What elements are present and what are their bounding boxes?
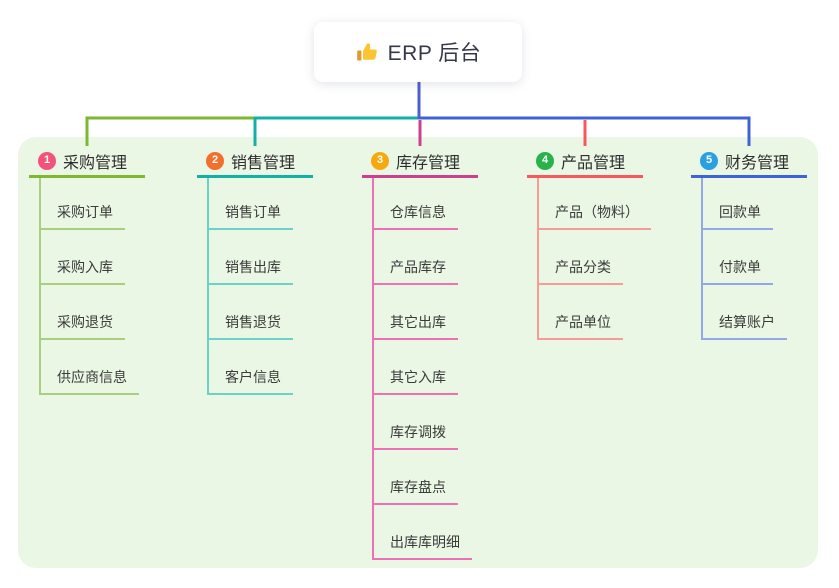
child-node[interactable]: 采购退货 <box>41 285 125 340</box>
child-node[interactable]: 库存调拨 <box>374 395 458 450</box>
child-node[interactable]: 其它入库 <box>374 340 458 395</box>
branches-background-panel <box>18 137 818 568</box>
branch-label: 财务管理 <box>725 154 790 172</box>
branch-children-采购管理: 采购订单采购入库采购退货供应商信息 <box>39 178 139 395</box>
child-node[interactable]: 供应商信息 <box>41 340 139 395</box>
branch-label: 库存管理 <box>396 154 461 172</box>
branch-number-badge: 3 <box>371 151 389 170</box>
branch-header-财务管理[interactable]: 5 财务管理 <box>691 146 807 178</box>
child-node[interactable]: 出库库明细 <box>374 505 472 560</box>
root-title: ERP 后台 <box>387 42 482 65</box>
child-node[interactable]: 产品（物料） <box>539 178 651 230</box>
branch-number-badge: 2 <box>206 151 224 170</box>
child-node[interactable]: 付款单 <box>703 230 773 285</box>
child-node[interactable]: 销售出库 <box>209 230 293 285</box>
child-node[interactable]: 产品库存 <box>374 230 458 285</box>
child-node[interactable]: 回款单 <box>703 178 773 230</box>
branch-children-销售管理: 销售订单销售出库销售退货客户信息 <box>207 178 293 395</box>
branch-label: 销售管理 <box>231 154 296 172</box>
branch-children-产品管理: 产品（物料）产品分类产品单位 <box>537 178 651 340</box>
branch-label: 采购管理 <box>63 154 128 172</box>
child-node[interactable]: 库存盘点 <box>374 450 458 505</box>
child-node[interactable]: 其它出库 <box>374 285 458 340</box>
branch-header-库存管理[interactable]: 3 库存管理 <box>362 146 478 178</box>
child-node[interactable]: 产品单位 <box>539 285 623 340</box>
child-node[interactable]: 客户信息 <box>209 340 293 395</box>
child-node[interactable]: 产品分类 <box>539 230 623 285</box>
branch-number-badge: 1 <box>38 151 56 170</box>
branch-header-产品管理[interactable]: 4 产品管理 <box>527 146 643 178</box>
thumbs-up-icon <box>355 40 379 64</box>
branch-number-badge: 4 <box>536 151 554 170</box>
branch-header-采购管理[interactable]: 1 采购管理 <box>29 146 145 178</box>
child-node[interactable]: 采购入库 <box>41 230 125 285</box>
child-node[interactable]: 销售退货 <box>209 285 293 340</box>
child-node[interactable]: 仓库信息 <box>374 178 458 230</box>
branch-header-销售管理[interactable]: 2 销售管理 <box>197 146 313 178</box>
child-node[interactable]: 销售订单 <box>209 178 293 230</box>
branch-children-财务管理: 回款单付款单结算账户 <box>701 178 787 340</box>
child-node[interactable]: 采购订单 <box>41 178 125 230</box>
branch-label: 产品管理 <box>561 154 626 172</box>
branch-number-badge: 5 <box>700 151 718 170</box>
child-node[interactable]: 结算账户 <box>703 285 787 340</box>
branch-children-库存管理: 仓库信息产品库存其它出库其它入库库存调拨库存盘点出库库明细 <box>372 178 472 560</box>
root-node[interactable]: ERP 后台 <box>314 22 522 82</box>
